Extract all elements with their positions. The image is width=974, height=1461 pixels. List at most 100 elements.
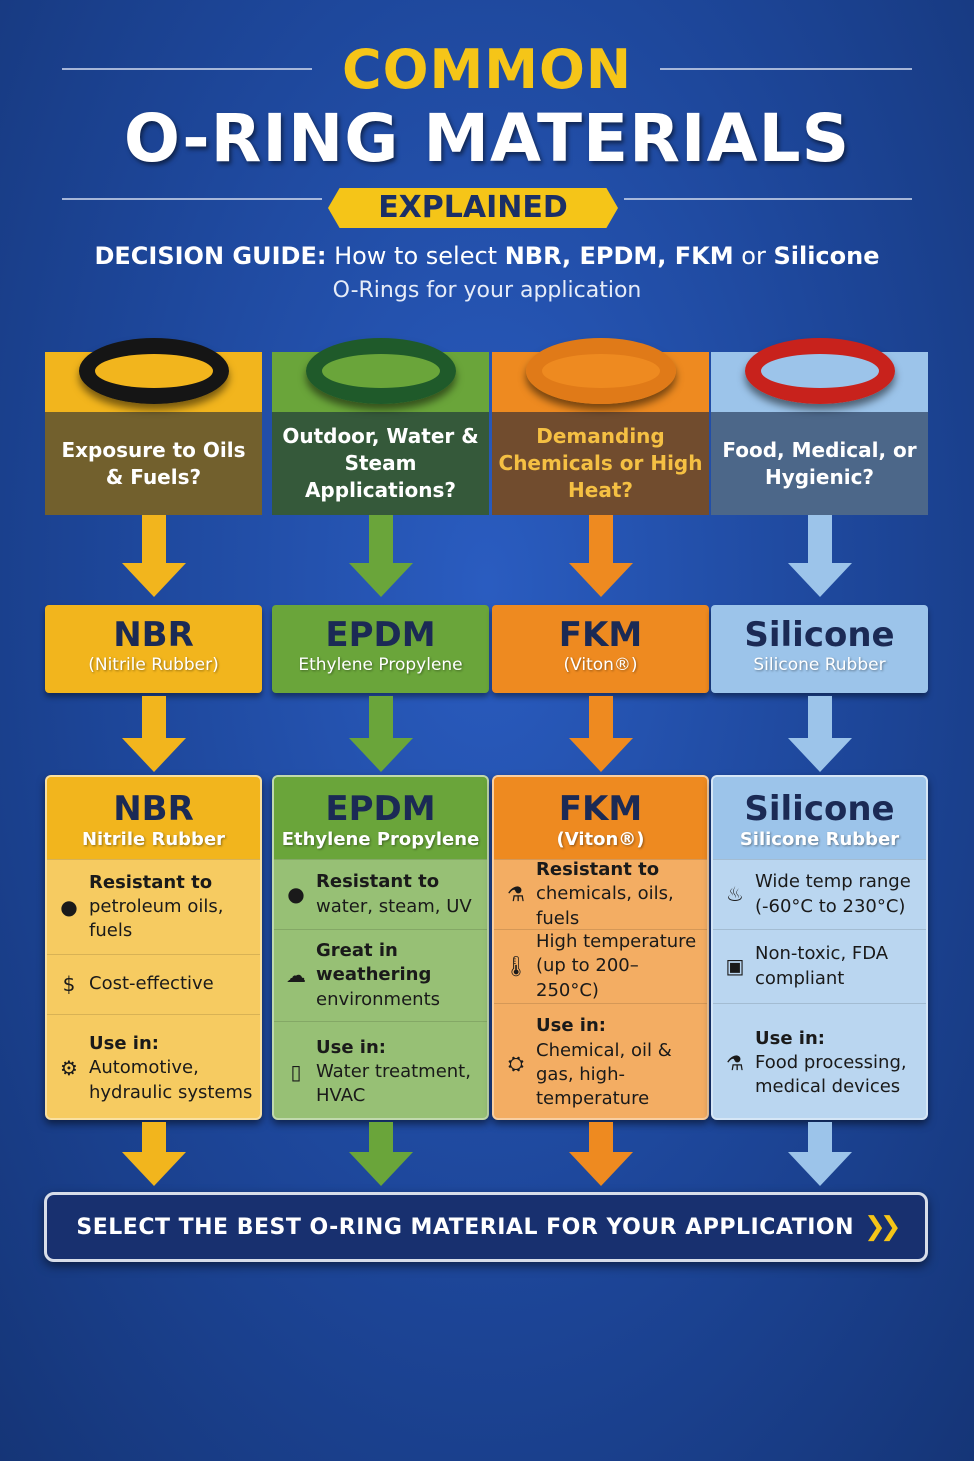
divider [62, 68, 312, 70]
banner-text: SELECT THE BEST O-RING MATERIAL FOR YOUR… [76, 1214, 855, 1240]
material-box-fkm[interactable]: FKM (Viton®) [492, 605, 709, 693]
property-text: Cost-effective [89, 972, 214, 996]
material-name: EPDM [325, 615, 436, 655]
engine-icon: ⚙ [60, 1056, 78, 1080]
title-common: COMMON [341, 38, 633, 101]
property-row: 🌡 High temperature (up to 200–250°C) [494, 929, 707, 1003]
card-title: FKM [558, 789, 643, 829]
o-ring-silicone-icon [744, 338, 895, 404]
subtitle-silicone: Silicone [773, 242, 880, 270]
subtitle-text: How to select [326, 242, 505, 270]
subtitle-lead: DECISION GUIDE: [94, 242, 327, 270]
question-text: Demanding Chemicals or High Heat? [492, 412, 709, 515]
property-bold: Resistant to [89, 871, 213, 893]
property-detail: Food processing, medical devices [755, 1051, 907, 1098]
property-text: Use in:Food processing, medical devices [755, 1027, 920, 1100]
arrow-down-icon [711, 515, 928, 597]
property-bold: Use in: [316, 1036, 386, 1058]
card-title: Silicone [744, 789, 895, 829]
arrow-down-icon [272, 696, 489, 772]
chevron-right-icon: ❯❯ [864, 1212, 901, 1242]
question-text: Food, Medical, or Hygienic? [711, 412, 928, 515]
property-text: Use in:Chemical, oil & gas, high-tempera… [536, 1014, 701, 1111]
property-text: High temperature (up to 200–250°C) [536, 930, 701, 1003]
property-detail: High temperature (up to 200–250°C) [536, 931, 697, 1001]
property-bold: Use in: [536, 1015, 606, 1037]
select-material-banner[interactable]: SELECT THE BEST O-RING MATERIAL FOR YOUR… [44, 1192, 928, 1262]
property-bold: Use in: [755, 1027, 825, 1049]
property-bold: Resistant to [536, 859, 660, 881]
property-row: ⛭ Use in:Chemical, oil & gas, high-tempe… [494, 1003, 707, 1118]
property-detail: petroleum oils, fuels [89, 895, 224, 942]
o-ring-nbr-icon [78, 338, 229, 404]
material-subname: Ethylene Propylene [298, 655, 463, 675]
property-detail: Water treatment, HVAC [316, 1060, 471, 1107]
property-row: ▯ Use in:Water treatment, HVAC [274, 1021, 487, 1118]
subtitle-or: or [733, 242, 774, 270]
material-box-silicone[interactable]: Silicone Silicone Rubber [711, 605, 928, 693]
question-text: Exposure to Oils & Fuels? [45, 412, 262, 515]
subtitle-materials: NBR, EPDM, FKM [504, 242, 734, 270]
material-box-epdm[interactable]: EPDM Ethylene Propylene [272, 605, 489, 693]
arrow-down-icon [45, 696, 262, 772]
property-text: Wide temp range (-60°C to 230°C) [755, 870, 920, 919]
card-subtitle: Silicone Rubber [739, 829, 900, 850]
detail-card-silicone: Silicone Silicone Rubber ♨ Wide temp ran… [711, 775, 928, 1120]
material-subname: Silicone Rubber [753, 655, 886, 675]
arrow-down-icon [45, 1122, 262, 1186]
page-title: O-RING MATERIALS [123, 100, 851, 177]
card-subtitle: Nitrile Rubber [81, 829, 226, 850]
question-text: Outdoor, Water & Steam Applications? [272, 412, 489, 515]
medical-device-icon: ▣ [725, 954, 745, 978]
arrow-down-icon [711, 1122, 928, 1186]
property-row: ▣ Non-toxic, FDA compliant [713, 929, 926, 1003]
property-detail: chemicals, oils, fuels [536, 883, 674, 929]
material-name: NBR [113, 615, 194, 655]
lab-flask-icon: ⚗ [726, 1050, 744, 1075]
material-name: FKM [558, 615, 643, 655]
material-subname: (Viton®) [563, 655, 638, 675]
arrow-down-icon [272, 1122, 489, 1186]
arrow-down-icon [272, 515, 489, 597]
arrow-down-icon [492, 1122, 709, 1186]
card-subtitle: (Viton®) [556, 829, 645, 850]
material-subname: (Nitrile Rubber) [88, 655, 219, 675]
property-text: Use in:Water treatment, HVAC [316, 1036, 481, 1109]
property-bold: Use in: [89, 1033, 159, 1055]
material-name: Silicone [744, 615, 895, 655]
property-bold: Resistant to [316, 871, 440, 893]
property-detail: environments [316, 988, 441, 1010]
question-box-epdm: Outdoor, Water & Steam Applications? [272, 338, 489, 515]
question-box-nbr: Exposure to Oils & Fuels? [45, 338, 262, 515]
arrow-down-icon [45, 515, 262, 597]
card-title: EPDM [325, 789, 436, 829]
property-detail: Chemical, oil & gas, high-temperature [536, 1039, 672, 1110]
weather-cloud-icon: ☁ [286, 963, 306, 987]
property-detail: Cost-effective [89, 973, 214, 995]
property-row: ⚗ Use in:Food processing, medical device… [713, 1003, 926, 1118]
water-drops-icon: ● [287, 882, 305, 906]
temperature-probe-icon: ♨ [726, 882, 744, 906]
property-detail: Wide temp range (-60°C to 230°C) [755, 871, 911, 917]
property-detail: Non-toxic, FDA compliant [755, 943, 889, 989]
divider [660, 68, 912, 70]
property-bold: Great in weathering [316, 940, 432, 986]
question-box-fkm: Demanding Chemicals or High Heat? [492, 338, 709, 515]
property-row: ♨ Wide temp range (-60°C to 230°C) [713, 859, 926, 929]
property-text: Use in:Automotive, hydraulic systems [89, 1032, 254, 1105]
property-row: ⚙ Use in:Automotive, hydraulic systems [47, 1014, 260, 1118]
material-box-nbr[interactable]: NBR (Nitrile Rubber) [45, 605, 262, 693]
divider [62, 198, 322, 200]
oil-drops-icon: ● [60, 894, 78, 919]
arrow-down-icon [492, 696, 709, 772]
property-row: $ Cost-effective [47, 954, 260, 1014]
